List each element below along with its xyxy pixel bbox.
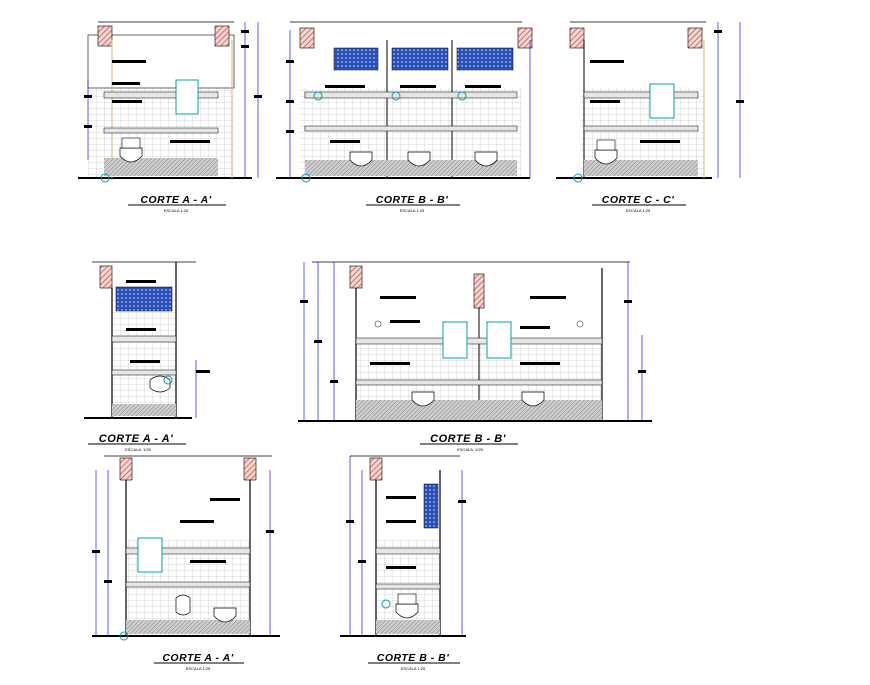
section-7-title: CORTE B - B' [377,652,449,664]
section-title-6: CORTE A - A' ESCALA 1:25 [154,652,244,671]
section-1 [78,21,262,183]
section-1-title: CORTE A - A' [140,194,211,206]
section-6-title: CORTE A - A' [162,652,233,664]
section-title-1: CORTE A - A' ESCALA 1:25 [128,194,226,213]
section-1-scale: ESCALA 1:25 [164,208,189,213]
section-4-scale: ESCALA: 1/25 [125,447,152,452]
section-6-scale: ESCALA 1:25 [186,666,211,671]
section-title-5: CORTE B - B' ESCALA: 1/25 [420,433,518,452]
section-title-2: CORTE B - B' ESCALA 1:25 [366,194,460,213]
titles: CORTE A - A' ESCALA 1:25 CORTE B - B' ES… [88,194,686,671]
section-4-title: CORTE A - A' [99,433,173,445]
section-title-7: CORTE B - B' ESCALA 1:25 [368,652,460,671]
section-title-3: CORTE C - C' ESCALA 1:25 [592,194,686,213]
section-6 [92,455,280,641]
section-title-4: CORTE A - A' ESCALA: 1/25 [88,433,186,452]
section-2-scale: ESCALA 1:25 [400,208,425,213]
section-3-scale: ESCALA 1:25 [626,208,651,213]
section-5 [298,261,652,422]
section-4 [84,261,210,419]
section-7-scale: ESCALA 1:25 [401,666,426,671]
section-7 [340,455,466,637]
section-2 [276,21,533,183]
section-3-title: CORTE C - C' [602,194,674,206]
section-2-title: CORTE B - B' [376,194,448,206]
section-5-title: CORTE B - B' [430,433,506,445]
section-5-scale: ESCALA: 1/25 [457,447,484,452]
section-3 [556,21,744,183]
